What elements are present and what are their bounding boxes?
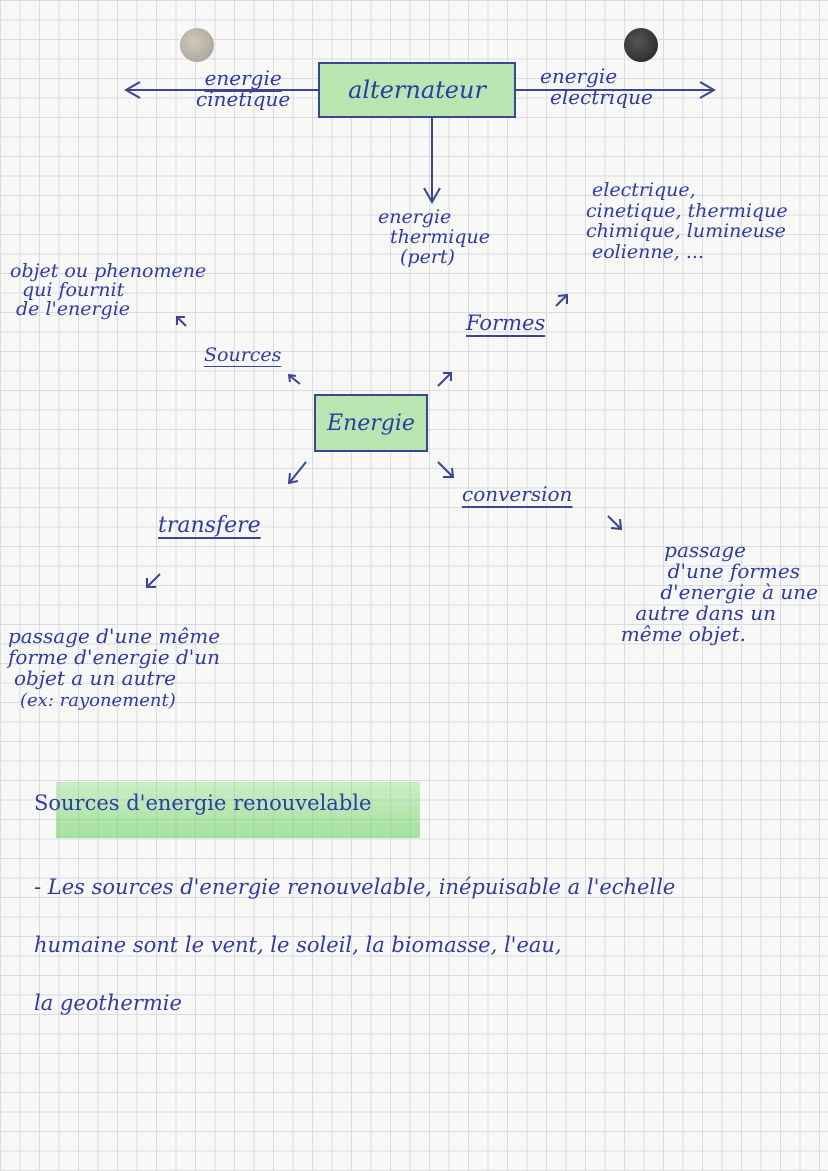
arrowhead-cinetique xyxy=(123,81,141,99)
section-line-1: - Les sources d'energie renouvelable, in… xyxy=(34,875,676,899)
binder-hole-left xyxy=(180,28,214,62)
arrowhead-sources xyxy=(287,373,297,383)
arrow-sources-def xyxy=(177,317,187,327)
arrowhead-transfere xyxy=(287,472,299,485)
arrow-to-transfere xyxy=(289,461,307,483)
conversion-definition: passage d'une formes d'energie à une aut… xyxy=(620,538,818,646)
arrowhead-formes xyxy=(443,372,452,381)
arrow-transfere-def xyxy=(147,573,161,587)
arrowhead-conversion xyxy=(443,467,455,478)
arrowhead-transfere-def xyxy=(146,578,156,588)
energie-box: Energie xyxy=(314,394,428,452)
section-body: - Les sources d'energie renouvelable, in… xyxy=(34,858,675,1032)
section-line-2: humaine sont le vent, le soleil, la biom… xyxy=(34,933,562,957)
alternateur-box: alternateur xyxy=(318,62,516,118)
arrow-to-sources xyxy=(289,375,301,385)
alternateur-label: alternateur xyxy=(348,76,486,104)
formes-label: Formes xyxy=(466,311,546,335)
sources-label: Sources xyxy=(204,344,282,366)
arrow-conversion-def xyxy=(607,515,621,529)
energie-thermique-label: energie thermique (pert) xyxy=(378,206,490,268)
energie-cinetique-label: energie cinetique xyxy=(196,66,291,111)
binder-hole-right xyxy=(624,28,658,62)
sources-definition: objet ou phenomene qui fournit de l'ener… xyxy=(10,260,207,320)
section-line-3: la geothermie xyxy=(34,991,182,1015)
arrowhead-conversion-def xyxy=(610,518,623,531)
arrowhead-formes-list xyxy=(557,293,568,304)
arrowhead-thermique xyxy=(423,187,441,205)
arrow-formes-list xyxy=(555,295,567,307)
transfere-definition: passage d'une même forme d'energie d'un … xyxy=(8,624,221,711)
arrowhead-electrique xyxy=(699,81,717,99)
formes-list: electrique, cinetique, thermique chimiqu… xyxy=(586,179,788,263)
arrowhead-sources-def xyxy=(176,316,185,325)
transfere-label: transfere xyxy=(158,513,261,538)
section-heading-highlight xyxy=(56,782,420,838)
section-heading: Sources d'energie renouvelable xyxy=(34,791,372,815)
arrow-to-formes xyxy=(437,373,451,387)
arrow-to-conversion xyxy=(437,461,453,477)
energie-electrique-label: energie electrique xyxy=(540,64,653,109)
energie-label: Energie xyxy=(327,410,415,436)
conversion-label: conversion xyxy=(462,482,573,506)
